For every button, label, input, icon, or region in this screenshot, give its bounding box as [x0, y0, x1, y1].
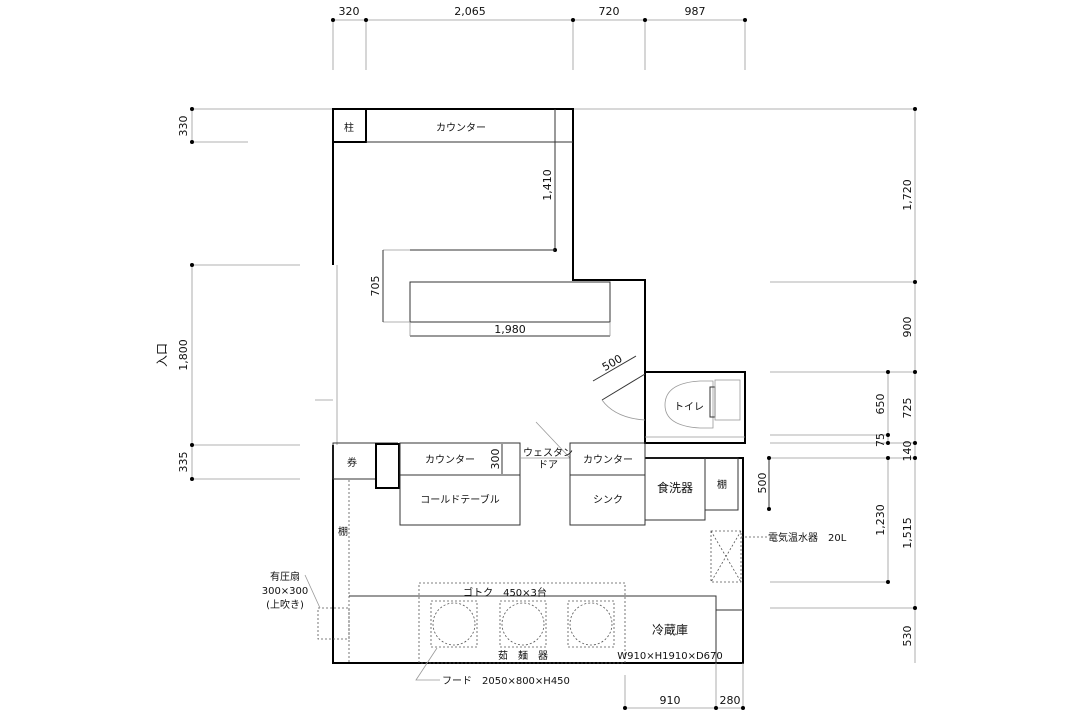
dishwasher-label: 食洗器: [657, 480, 693, 495]
dim-right-5: 1,515: [901, 517, 914, 549]
top-dimension: 320 2,065 720 987: [331, 5, 747, 70]
ticket-label: 券: [347, 456, 357, 469]
counter-right-label: カウンター: [583, 454, 633, 466]
dim-bottom-2: 280: [720, 694, 741, 707]
pillar: [332, 108, 367, 143]
entrance-label: 入口: [155, 343, 169, 367]
dim-left-1: 330: [177, 116, 190, 137]
dim-right-4: 140: [901, 441, 914, 462]
burners: [430, 600, 615, 648]
dim-right-6: 530: [901, 626, 914, 647]
water-heater-label: 電気温水器 20L: [768, 531, 847, 544]
fan: [317, 607, 350, 640]
counter-top-label: カウンター: [436, 122, 486, 134]
dim-1980: 1,980: [494, 323, 526, 336]
pillar-label: 柱: [344, 121, 354, 134]
dim-left-3: 335: [177, 452, 190, 473]
cold-table: [399, 474, 521, 526]
cold-table-label: コールドテーブル: [420, 493, 499, 506]
dim-inner-1230: 1,230: [874, 504, 887, 536]
toilet-label: トイレ: [674, 402, 704, 413]
left-dimension: 330 1,800 335 入口: [155, 107, 333, 481]
noodle-boiler-label: 茹 麺 器: [498, 649, 548, 662]
fridge-size-label: W910×H1910×D670: [617, 651, 723, 662]
dim-right-1: 1,720: [901, 179, 914, 211]
dim-300: 300: [489, 449, 502, 470]
dim-top-1: 320: [339, 5, 360, 18]
dim-right-2: 900: [901, 317, 914, 338]
shelf-left-label: 棚: [338, 525, 348, 538]
fan-label-1: 有圧扇: [270, 570, 300, 583]
table: [409, 281, 611, 323]
hood: [418, 582, 626, 664]
dim-bottom-1: 910: [660, 694, 681, 707]
dim-705: 705: [369, 276, 382, 297]
shelf-right-label: 棚: [717, 478, 727, 491]
walls: [315, 108, 746, 664]
dim-1410: 1,410: [541, 169, 554, 201]
dim-inner-75: 75: [874, 433, 887, 447]
gotoku-label: ゴトク 450×3台: [463, 586, 547, 599]
bottom-dimension: 910 280: [623, 663, 745, 710]
dim-top-3: 720: [599, 5, 620, 18]
dim-top-4: 987: [685, 5, 706, 18]
dim-inner-650: 650: [874, 394, 887, 415]
fridge-label: 冷蔵庫: [652, 623, 688, 637]
sink-label: シンク: [593, 494, 623, 506]
dim-right-3: 725: [901, 398, 914, 419]
counter-left-label: カウンター: [425, 454, 475, 466]
dim-left-2: 1,800: [177, 339, 190, 371]
hood-label: フード 2050×800×H450: [442, 676, 570, 687]
western-door-label-2: ドア: [538, 460, 558, 471]
fan-label-2: 300×300: [262, 586, 309, 597]
dim-door-500: 500: [600, 352, 625, 374]
dim-shelf-500: 500: [756, 473, 769, 494]
right-dimension: 1,720 900 725 140 1,515 530 650 75 1,230: [573, 107, 917, 663]
fan-label-3: (上吹き): [266, 598, 304, 611]
shelf-right: [704, 457, 739, 511]
water-heater: [710, 530, 768, 583]
dim-top-2: 2,065: [454, 5, 486, 18]
western-door-label-1: ウェスタン: [523, 447, 573, 459]
toilet-bowl: [664, 380, 714, 429]
